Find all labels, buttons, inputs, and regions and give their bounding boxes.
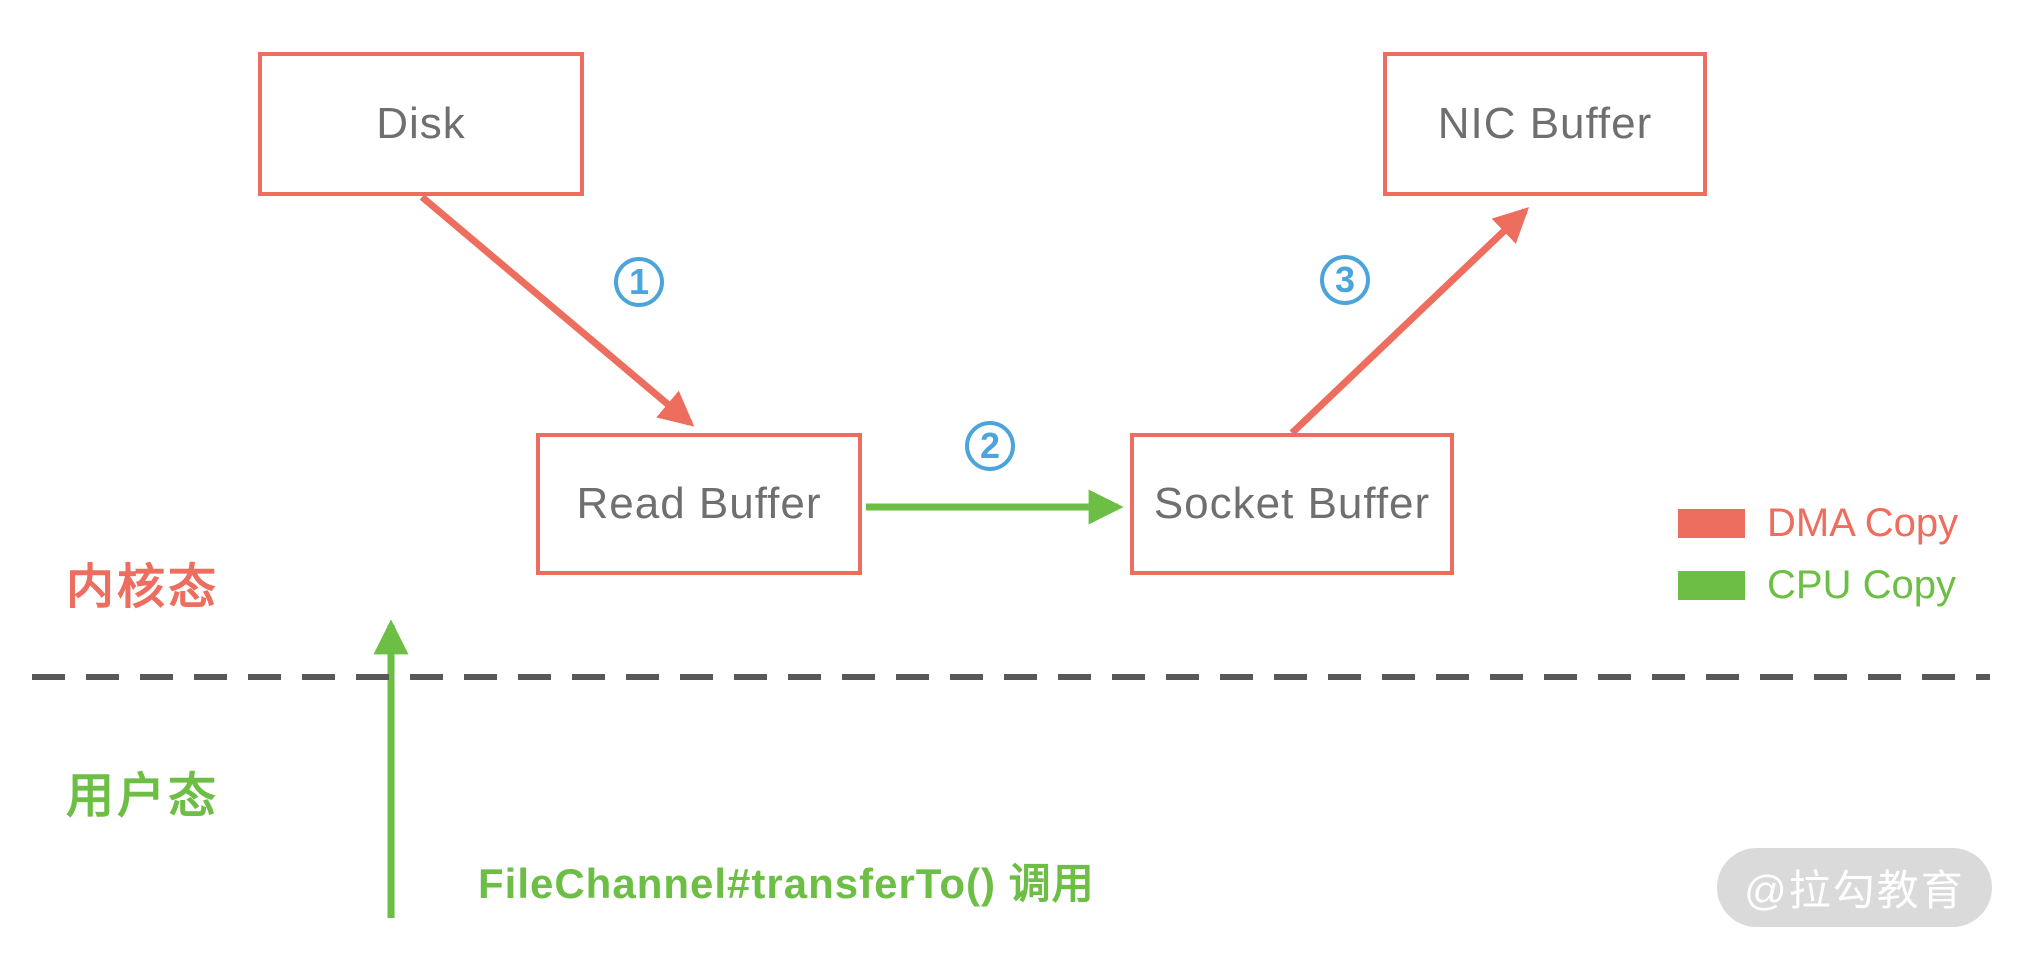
user-mode-label: 用户态: [66, 770, 220, 823]
kernel-mode-label: 内核态: [66, 561, 220, 614]
cpu-color-swatch: [1678, 570, 1745, 600]
nic-buffer-box: NIC Buffer: [1383, 52, 1707, 196]
step-3-badge: 3: [1320, 255, 1370, 305]
step-2-badge: 2: [965, 421, 1015, 471]
socket-buffer-box-label: Socket Buffer: [1153, 479, 1431, 528]
legend-row-dma: DMA Copy: [1678, 503, 1958, 543]
socket-buffer-box: Socket Buffer: [1130, 433, 1454, 575]
dma-legend-label: DMA Copy: [1767, 501, 1959, 545]
legend-row-cpu: CPU Copy: [1678, 565, 1958, 605]
step-1-badge: 1: [614, 257, 664, 307]
transferto-call-caption: FileChannel#transferTo() 调用: [478, 860, 1095, 907]
dma-color-swatch: [1678, 508, 1745, 538]
step-1-number: 1: [628, 261, 650, 302]
watermark-badge: @拉勾教育: [1717, 848, 1992, 927]
read-buffer-box-label: Read Buffer: [576, 479, 822, 528]
legend: DMA Copy CPU Copy: [1678, 503, 1958, 605]
step-2-number: 2: [979, 425, 1001, 466]
arrow-dma-disk-to-readbuffer: [419, 194, 695, 427]
disk-box-label: Disk: [376, 99, 466, 148]
cpu-legend-label: CPU Copy: [1767, 563, 1956, 607]
nic-buffer-box-label: NIC Buffer: [1437, 99, 1653, 148]
arrow-dma-socketbuffer-to-nicbuffer: [1289, 207, 1530, 436]
read-buffer-box: Read Buffer: [536, 433, 862, 575]
disk-box: Disk: [258, 52, 584, 196]
step-3-number: 3: [1334, 259, 1356, 300]
watermark-text: @拉勾教育: [1744, 867, 1965, 914]
